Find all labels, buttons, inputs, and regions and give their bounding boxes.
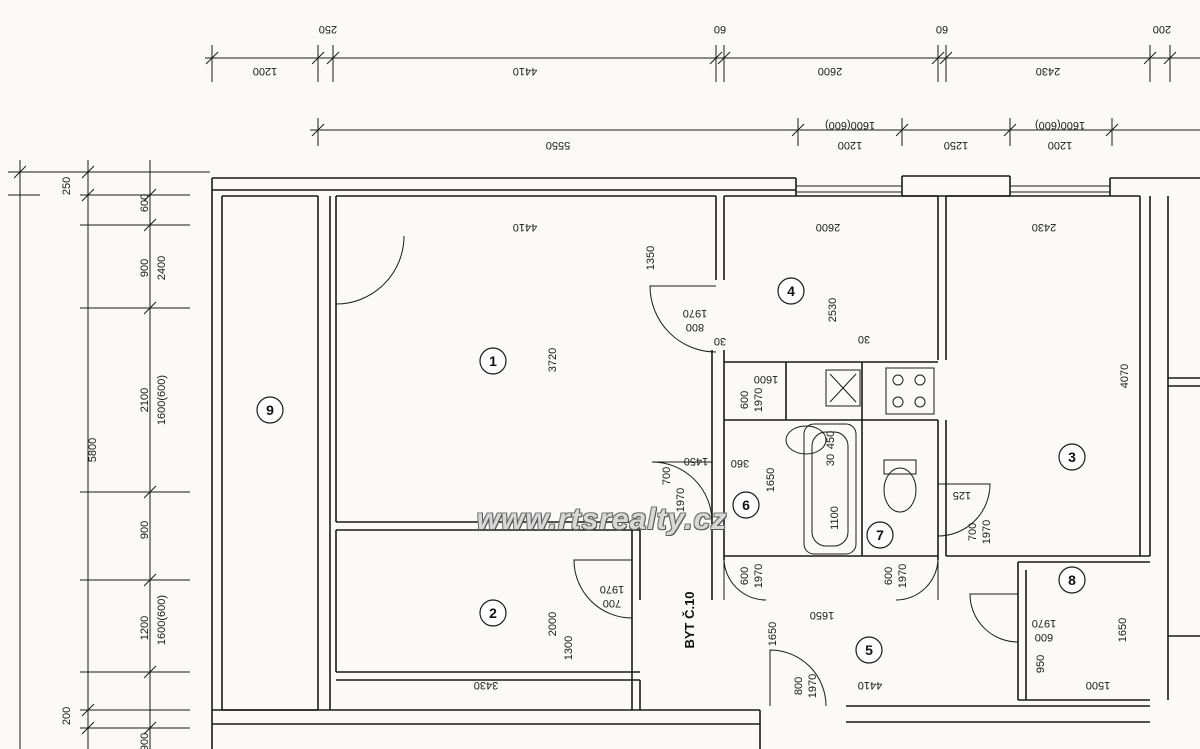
dim-left-c: 2400 <box>156 256 168 280</box>
dim-top2-d2: 1600(600) <box>1035 119 1085 131</box>
dim-r5-depth: 1650 <box>810 609 834 621</box>
dim-r1-width: 4410 <box>513 221 537 233</box>
dim-bath-1650: 1650 <box>765 468 777 492</box>
door-e-h: 1970 <box>897 564 909 588</box>
dim-top2-a: 5550 <box>546 139 570 151</box>
dim-wc-450: 450 <box>825 431 837 449</box>
dim-wc-30: 30 <box>825 454 837 466</box>
door-swings <box>335 235 1019 707</box>
dim-misc-125: 125 <box>953 489 971 501</box>
dim-r4-width: 2600 <box>816 221 840 233</box>
dim-r3-height: 4070 <box>1119 364 1131 388</box>
dim-left-t: 250 <box>61 177 73 195</box>
room-3-label: 3 <box>1068 449 1076 465</box>
room-9-label: 9 <box>266 402 274 418</box>
dim-top-s2: 60 <box>714 23 726 35</box>
dim-left-a: 600 <box>139 194 151 212</box>
sink-fixture <box>825 369 861 407</box>
dim-r4-height: 2530 <box>827 298 839 322</box>
dim-top2-c: 1250 <box>944 139 968 151</box>
room-8-label: 8 <box>1068 572 1076 588</box>
dim-kitchen-1600: 1600 <box>754 373 778 385</box>
dim-left-f: 900 <box>139 521 151 539</box>
room-circles <box>256 277 1086 664</box>
dim-left-g: 1200 <box>139 616 151 640</box>
top-dimension-text: 250 60 60 200 1200 4410 2600 2430 5550 1… <box>253 23 1171 151</box>
dim-r8-width: 1500 <box>1086 679 1110 691</box>
dim-top2-b2: 1600(600) <box>825 119 875 131</box>
dim-r2-width: 3430 <box>474 679 498 691</box>
room-7-label: 7 <box>876 527 884 543</box>
door-a-h: 1970 <box>683 307 707 319</box>
dim-corr-width: 1650 <box>767 622 779 646</box>
dim-top-s3: 60 <box>936 23 948 35</box>
dim-misc-950: 950 <box>1035 655 1047 673</box>
door-h-w: 600 <box>1035 631 1053 643</box>
dim-top-c: 2600 <box>818 65 842 77</box>
door-d-h: 1970 <box>753 564 765 588</box>
bathtub-fixture <box>803 423 857 555</box>
door-f-w: 800 <box>793 677 805 695</box>
room-5-label: 5 <box>865 642 873 658</box>
top-dimension-lines <box>205 45 1200 146</box>
dim-misc-360: 360 <box>731 457 749 469</box>
dim-r8-height: 1650 <box>1117 618 1129 642</box>
door-g-h: 1970 <box>981 520 993 544</box>
watermark: www.rtsrealty.cz <box>476 503 728 536</box>
dim-top-b: 4410 <box>513 65 537 77</box>
door-g-w: 700 <box>967 523 979 541</box>
door-c-h: 1970 <box>753 388 765 412</box>
dim-r2-height: 2000 <box>547 612 559 636</box>
dim-r5-width: 4410 <box>858 679 882 691</box>
dim-left-i: 900 <box>139 733 151 749</box>
dim-left-bot: 200 <box>61 707 73 725</box>
dim-r2-door: 1300 <box>563 636 575 660</box>
dim-left-h: 1600(600) <box>156 595 168 645</box>
left-dimension-text: 250 5800 200 600 900 2400 2100 1600(600)… <box>61 177 168 749</box>
stove-fixture <box>885 367 935 415</box>
dim-misc-30: 30 <box>714 335 726 347</box>
walls <box>211 175 1200 749</box>
left-dimension-lines <box>8 160 210 749</box>
door-b-w: 700 <box>603 597 621 609</box>
room-dimension-text: 4410 3720 2600 2530 1350 2430 4070 3430 … <box>474 221 1131 691</box>
dim-r3-width: 2430 <box>1032 221 1056 233</box>
room-2-label: 2 <box>489 605 497 621</box>
door-i-w: 700 <box>661 467 673 485</box>
dim-top-s1: 250 <box>319 23 337 35</box>
dim-r4-door: 1350 <box>645 246 657 270</box>
door-f-h: 1970 <box>807 674 819 698</box>
dim-misc-1450: 1450 <box>684 455 708 467</box>
dim-bath-len: 1100 <box>829 506 841 530</box>
washbasin-fixture <box>785 425 827 455</box>
dim-top2-d: 1200 <box>1048 139 1072 151</box>
dim-kitchen-30: 30 <box>858 333 870 345</box>
door-labels: 800 1970 700 1970 600 1970 600 1970 600 … <box>600 307 1056 698</box>
dim-left-total: 5800 <box>87 438 99 462</box>
room-1-label: 1 <box>489 353 497 369</box>
dim-left-d: 2100 <box>139 388 151 412</box>
door-e-w: 600 <box>883 567 895 585</box>
room-6-label: 6 <box>742 497 750 513</box>
dim-r1-height: 3720 <box>547 348 559 372</box>
toilet-fixture <box>883 467 917 513</box>
dim-top-d: 2430 <box>1036 65 1060 77</box>
dim-left-b: 900 <box>139 259 151 277</box>
door-b-h: 1970 <box>600 583 624 595</box>
door-h-h: 1970 <box>1032 617 1056 629</box>
dim-left-e: 1600(600) <box>156 375 168 425</box>
door-i-h: 1970 <box>675 488 687 512</box>
door-d-w: 600 <box>739 567 751 585</box>
fixtures <box>785 367 935 555</box>
unit-label: BYT Č.10 <box>682 591 697 648</box>
dim-top-s4: 200 <box>1153 23 1171 35</box>
dim-top-a: 1200 <box>253 65 277 77</box>
door-c-w: 600 <box>739 391 751 409</box>
dim-top2-b: 1200 <box>838 139 862 151</box>
room-4-label: 4 <box>787 283 795 299</box>
door-a-w: 800 <box>686 321 704 333</box>
